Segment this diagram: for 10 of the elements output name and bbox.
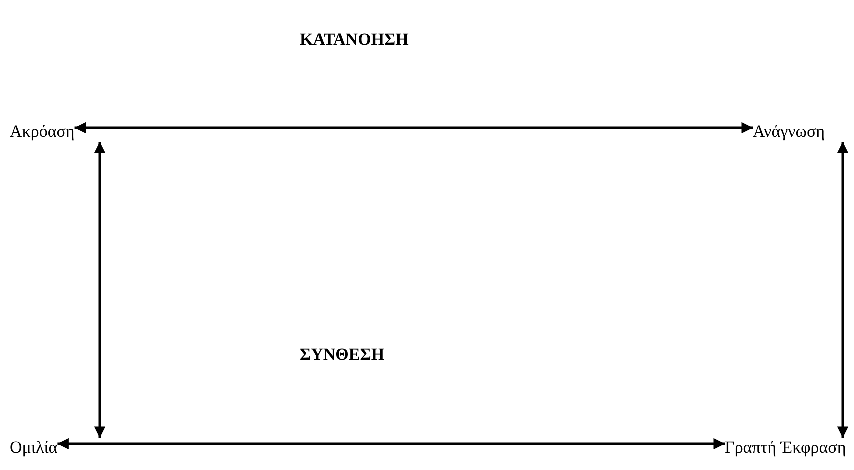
node-text: Γραπτή Έκφραση <box>725 438 846 458</box>
double-arrow <box>837 142 849 438</box>
heading: ΚΑΤΑΝΟΗΣΗ <box>300 30 409 50</box>
heading: ΣΥΝΘΕΣΗ <box>300 345 385 365</box>
node-text: Ομιλία <box>10 438 58 458</box>
node-text: Ανάγνωση <box>753 122 826 142</box>
double-arrow <box>74 122 753 134</box>
double-arrow <box>58 438 725 450</box>
node-text: Ακρόαση <box>10 122 75 142</box>
double-arrow <box>94 142 106 438</box>
